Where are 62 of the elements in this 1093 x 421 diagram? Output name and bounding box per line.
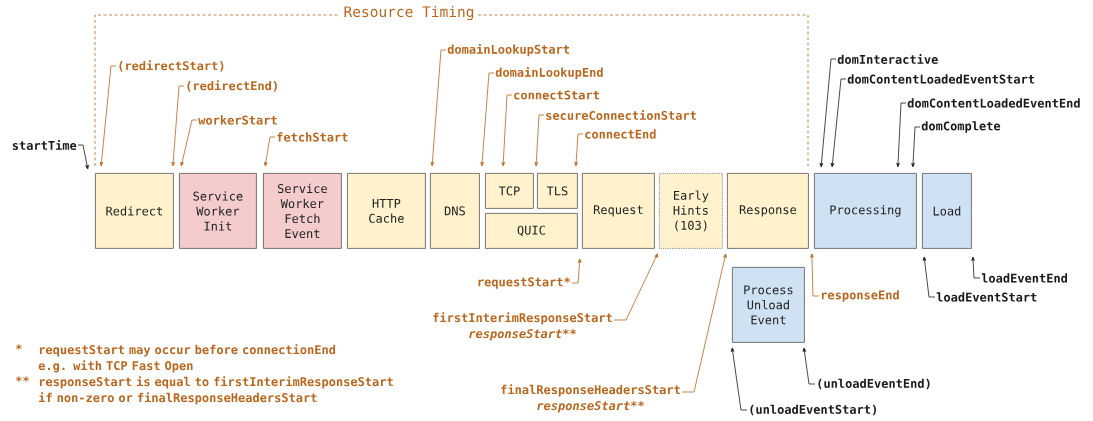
leader-arrow	[613, 253, 658, 321]
phase-box: Early Hints (103)	[659, 173, 723, 249]
leader-arrow	[896, 102, 907, 168]
phase-box: DNS	[430, 173, 480, 249]
timing-label: domInteractive	[837, 54, 938, 64]
leader-arrow	[730, 347, 748, 411]
leader-arrow	[571, 258, 582, 284]
phase-box: Service Worker Fetch Event	[263, 173, 342, 249]
leader-arrow	[264, 136, 276, 167]
bracket-label: Resource Timing	[344, 5, 474, 21]
timing-label: (redirectStart)	[119, 60, 224, 72]
leader-arrow	[810, 253, 820, 297]
footnote: responseStart is equal to firstInterimResponseStart if non-zero or finalResponseHeadersStart	[39, 376, 393, 405]
timing-label: connectEnd	[585, 129, 656, 139]
phase-box: Service Worker Init	[179, 173, 257, 249]
timing-label: fetchStart	[277, 132, 348, 142]
timing-label: domComplete	[921, 121, 1001, 133]
leader-arrow	[171, 85, 185, 167]
leader-arrow	[971, 256, 981, 279]
timing-label: domainLookupEnd	[495, 66, 603, 80]
timing-label: loadEventEnd	[981, 273, 1067, 283]
phase-box: TLS	[537, 173, 578, 209]
timing-label: finalResponseHeadersStart responseStart**	[501, 384, 680, 413]
timing-label: domContentLoadedEventStart	[847, 74, 1035, 84]
timing-label: secureConnectionStart	[546, 110, 696, 120]
phase-box: QUIC	[485, 213, 578, 249]
leader-arrow	[819, 58, 837, 168]
phase-box: Load	[922, 173, 972, 249]
leader-arrow	[480, 72, 495, 167]
timing-label: startTime	[12, 140, 77, 150]
leader-arrow	[922, 256, 936, 298]
timing-label: connectStart	[514, 90, 599, 100]
leader-arrow	[501, 94, 513, 167]
timing-label: responseEnd	[821, 290, 899, 302]
phase-box: TCP	[485, 173, 534, 209]
timing-label: domainLookupStart	[447, 43, 570, 57]
leader-arrow	[802, 347, 816, 385]
phase-box: Process Unload Event	[732, 267, 805, 343]
timing-label: (unloadEventEnd)	[818, 378, 930, 390]
timing-label: workerStart	[198, 115, 277, 125]
leader-arrow	[534, 114, 545, 167]
timing-label: requestStart*	[478, 277, 571, 289]
phase-box: Processing	[814, 173, 917, 249]
phase-box: Request	[582, 173, 655, 249]
leader-arrow	[430, 49, 447, 167]
leader-arrow	[911, 126, 921, 168]
timing-label: firstInterimResponseStart responseStart**	[433, 312, 612, 341]
footnote-mark: **	[15, 376, 29, 382]
timing-label: domContentLoadedEventEnd	[907, 98, 1080, 108]
leader-arrow	[681, 253, 727, 393]
leader-arrow	[574, 133, 584, 167]
footnote-mark: *	[15, 344, 22, 350]
leader-arrow	[99, 65, 117, 167]
phase-box: Response	[727, 173, 809, 249]
timing-label: (redirectEnd)	[187, 80, 277, 92]
phase-box: Redirect	[95, 173, 174, 249]
timing-label: (unloadEventStart)	[750, 404, 876, 416]
leader-arrow	[830, 78, 847, 168]
phase-box: HTTP Cache	[347, 173, 426, 249]
timing-label: loadEventStart	[936, 292, 1037, 302]
leader-arrow	[180, 119, 198, 167]
leader-arrow	[77, 144, 89, 170]
